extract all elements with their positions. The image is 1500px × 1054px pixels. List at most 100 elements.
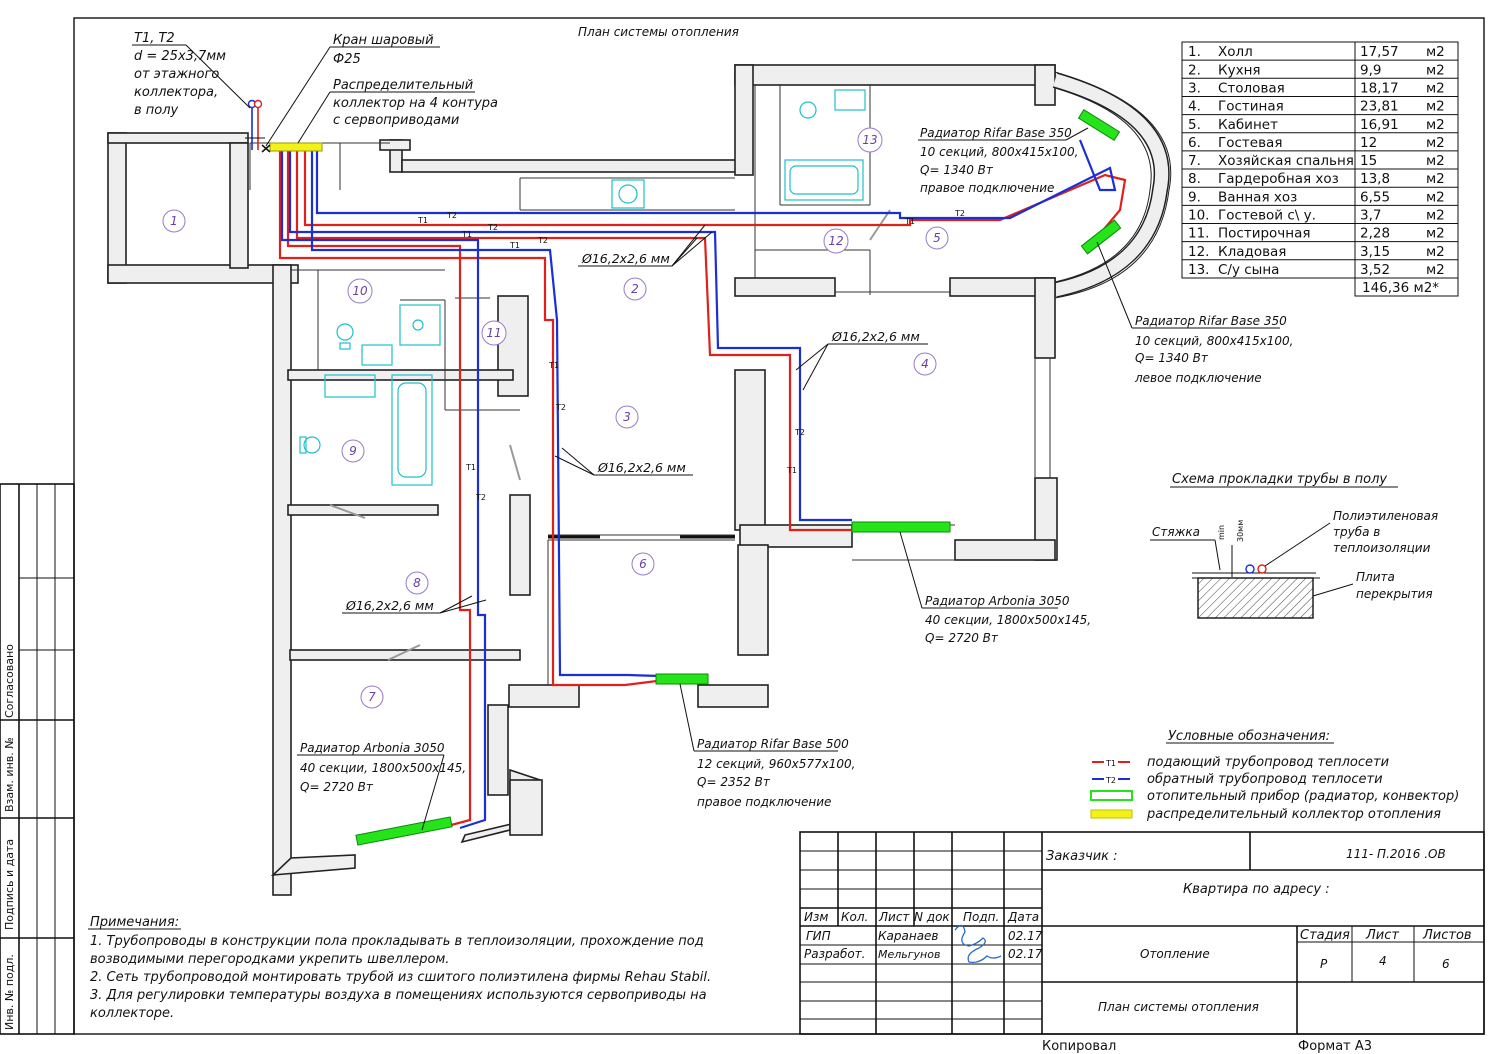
svg-text:10 секций, 800х415х100,: 10 секций, 800х415х100, xyxy=(920,145,1078,159)
room-row-number: 10. xyxy=(1188,208,1209,224)
svg-text:Примечания:: Примечания: xyxy=(90,915,179,930)
svg-text:ГИП: ГИП xyxy=(806,929,831,943)
room-row-unit: м2 xyxy=(1426,244,1445,260)
svg-text:левое подключение: левое подключение xyxy=(1134,371,1262,385)
svg-text:Q= 2720 Вт: Q= 2720 Вт xyxy=(925,631,999,645)
signature-drawing xyxy=(954,924,1002,964)
room-number: 7 xyxy=(360,685,384,709)
sanitary-fixtures xyxy=(299,89,866,486)
svg-text:подающий трубопровод теплосети: подающий трубопровод теплосети xyxy=(1147,755,1389,770)
room-number: 8 xyxy=(405,571,429,595)
distribution-collector xyxy=(269,142,323,152)
svg-text:коллектор на 4 контура: коллектор на 4 контура xyxy=(333,96,498,111)
svg-text:Радиатор Rifar Base 500: Радиатор Rifar Base 500 xyxy=(697,737,849,751)
svg-text:Т1: Т1 xyxy=(786,466,797,475)
svg-text:Кран шаровый: Кран шаровый xyxy=(333,33,434,48)
radiator-r3 xyxy=(851,521,951,533)
svg-text:9: 9 xyxy=(349,444,357,458)
svg-text:Радиатор Rifar Base 350: Радиатор Rifar Base 350 xyxy=(1135,314,1287,328)
svg-text:11: 11 xyxy=(486,326,501,340)
valve-note: Кран шаровый Ф25 xyxy=(265,33,440,147)
svg-text:4: 4 xyxy=(1379,954,1387,968)
room-row-area: 6,55 xyxy=(1360,189,1390,205)
svg-text:труба в: труба в xyxy=(1333,525,1380,539)
radiator-note-r3: Радиатор Arbonia 3050 40 секции, 1800х50… xyxy=(899,531,1091,645)
svg-text:02.17: 02.17 xyxy=(1008,929,1043,943)
room-row-area: 18,17 xyxy=(1360,80,1399,96)
svg-text:3: 3 xyxy=(623,410,631,424)
svg-text:Q= 1340 Вт: Q= 1340 Вт xyxy=(1135,351,1209,365)
svg-text:Взам. инв. №: Взам. инв. № xyxy=(3,737,16,812)
room-row-name: Гостевой с\ у. xyxy=(1218,208,1316,224)
svg-text:Ø16,2х2,6 мм: Ø16,2х2,6 мм xyxy=(345,598,434,613)
page-title: План системы отопления xyxy=(578,25,739,39)
title-block: Изм Кол. Лист N док Подп. Дата ГИП Каран… xyxy=(799,831,1485,1054)
svg-text:Ø16,2х2,6 мм: Ø16,2х2,6 мм xyxy=(581,251,670,266)
svg-text:Т1: Т1 xyxy=(417,216,428,225)
svg-text:Стяжка: Стяжка xyxy=(1152,525,1200,539)
room-row-name: Кухня xyxy=(1218,62,1261,78)
svg-text:Т2: Т2 xyxy=(954,209,965,218)
room-row-unit: м2 xyxy=(1426,80,1445,96)
radiator-r4 xyxy=(655,673,709,685)
svg-text:Т1: Т1 xyxy=(904,217,915,226)
supply-pipes-t1 xyxy=(278,150,1127,830)
svg-text:Т2: Т2 xyxy=(446,211,457,220)
svg-text:111- П.2016 .ОВ: 111- П.2016 .ОВ xyxy=(1346,847,1446,861)
room-row-number: 8. xyxy=(1188,171,1201,187)
floor-scheme: Схема прокладки трубы в полу Стяжка min … xyxy=(1150,472,1438,619)
room-row-unit: м2 xyxy=(1426,99,1445,115)
room-row-area: 13,8 xyxy=(1360,171,1390,187)
svg-text:Т1, Т2: Т1, Т2 xyxy=(134,31,175,46)
svg-text:Q= 2352 Вт: Q= 2352 Вт xyxy=(697,775,771,789)
svg-text:Радиатор Arbonia 3050: Радиатор Arbonia 3050 xyxy=(300,741,445,755)
legend-item-return: Т2 обратный трубопровод теплосети xyxy=(1092,772,1383,787)
svg-text:Условные обозначения:: Условные обозначения: xyxy=(1168,729,1330,744)
svg-text:Изм: Изм xyxy=(804,910,828,924)
room-number: 9 xyxy=(341,439,365,463)
room-row-name: Ванная хоз xyxy=(1218,189,1297,205)
room-row-area: 12 xyxy=(1360,135,1377,151)
room-number: 10 xyxy=(347,278,373,304)
room-row-area: 3,7 xyxy=(1360,208,1381,224)
radiators xyxy=(355,108,1122,846)
room-row-name: Кабинет xyxy=(1218,117,1278,133)
svg-text:7: 7 xyxy=(368,690,376,704)
room-row-number: 7. xyxy=(1188,153,1201,169)
riser-connection xyxy=(245,99,271,153)
svg-text:5: 5 xyxy=(933,231,941,245)
legend: Условные обозначения: Т1 подающий трубоп… xyxy=(1090,729,1459,822)
room-row-number: 3. xyxy=(1188,80,1201,96)
svg-text:Каранаев: Каранаев xyxy=(878,929,939,943)
svg-text:Дата: Дата xyxy=(1007,910,1039,924)
svg-text:Т1: Т1 xyxy=(465,463,476,472)
room-row-unit: м2 xyxy=(1426,262,1445,278)
room-row-area: 3,15 xyxy=(1360,244,1390,260)
room-row-area: 16,91 xyxy=(1360,117,1399,133)
room-row-name: Хозяйская спальня xyxy=(1218,153,1354,169)
svg-text:Инв. № подл.: Инв. № подл. xyxy=(3,954,16,1030)
svg-text:Р: Р xyxy=(1320,957,1328,971)
svg-text:N док: N док xyxy=(914,910,950,924)
svg-text:Т1: Т1 xyxy=(509,241,520,250)
svg-text:от этажного: от этажного xyxy=(134,67,219,82)
svg-text:Разработ.: Разработ. xyxy=(804,947,866,961)
svg-text:1. Трубопроводы в конструкции: 1. Трубопроводы в конструкции пола прокл… xyxy=(90,934,704,949)
svg-text:Ø16,2х2,6 мм: Ø16,2х2,6 мм xyxy=(831,329,920,344)
radiator-r5 xyxy=(355,816,453,846)
svg-text:02.17: 02.17 xyxy=(1008,947,1043,961)
svg-text:Схема прокладки трубы в полу: Схема прокладки трубы в полу xyxy=(1172,472,1387,487)
room-row-number: 2. xyxy=(1188,62,1201,78)
svg-text:Заказчик :: Заказчик : xyxy=(1046,849,1118,864)
svg-text:Т2: Т2 xyxy=(487,223,498,232)
svg-text:Стадия: Стадия xyxy=(1300,928,1350,943)
radiator-note-r5: Радиатор Arbonia 3050 40 секции, 1800х50… xyxy=(297,741,466,831)
svg-text:10: 10 xyxy=(352,284,368,298)
svg-text:40 секции, 1800х500х145,: 40 секции, 1800х500х145, xyxy=(300,761,466,775)
room-number: 2 xyxy=(623,277,647,301)
room-row-name: Постирочная xyxy=(1218,226,1311,242)
svg-text:Плита: Плита xyxy=(1356,570,1395,584)
room-row-name: С/у сына xyxy=(1218,262,1279,278)
room-numbers: 1 2 3 4 5 6 7 8 9 10 11 12 13 xyxy=(162,127,949,709)
room-row-area: 23,81 xyxy=(1360,99,1399,115)
